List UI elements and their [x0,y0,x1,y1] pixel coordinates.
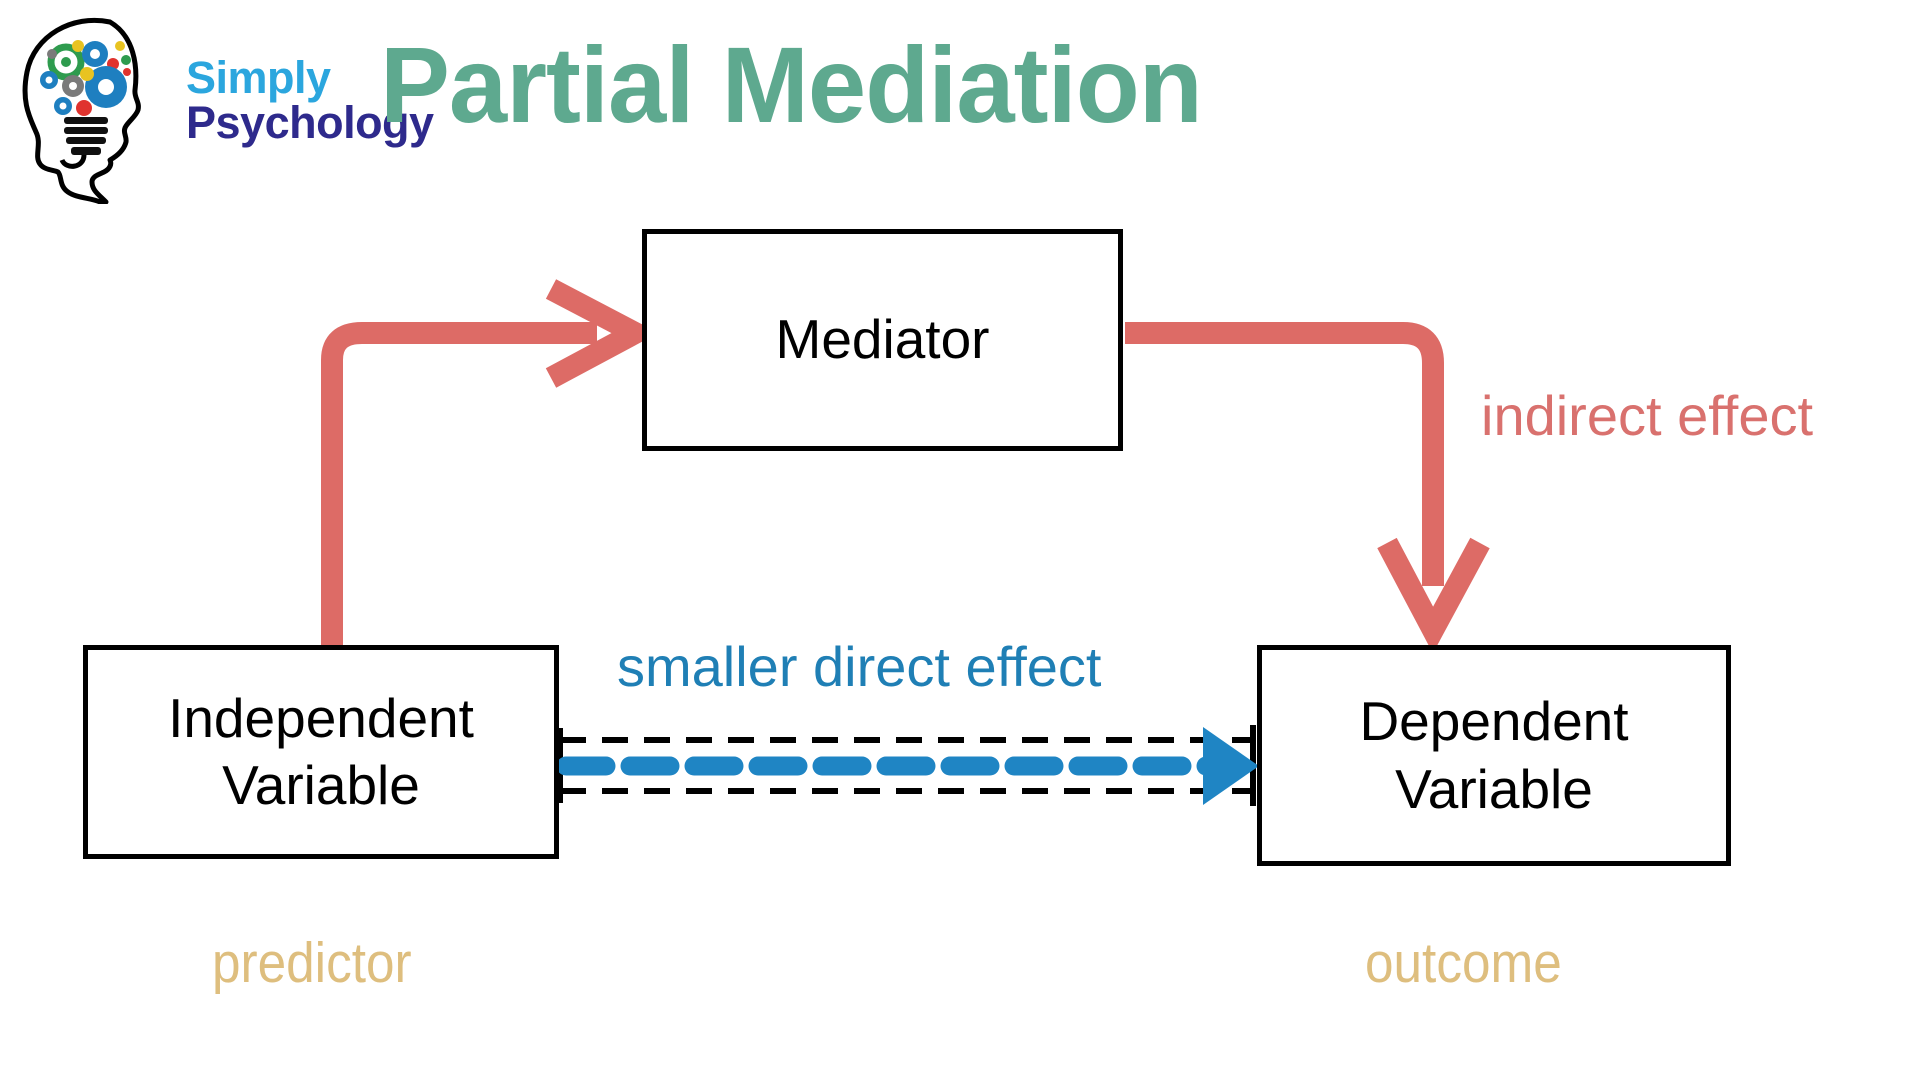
arrow-mediator-to-dv [1125,322,1490,654]
node-box-independent-variable[interactable]: Independent Variable [83,645,559,859]
node-label-independent-line2: Variable [222,754,420,816]
label-outcome: outcome [1365,931,1562,995]
logo-text-simply: Simply [186,52,331,103]
node-label-mediator: Mediator [775,308,990,371]
node-label-independent-line1: Independent [168,686,474,749]
logo-wordmark: Simply Psychology [186,52,436,149]
page-title: Partial Mediation [380,24,1203,145]
arrow-direct-effect-blue [556,727,1259,805]
node-label-dependent-line2: Variable [1395,757,1593,820]
node-label-dependent-line1: Dependent [1359,690,1629,753]
label-indirect-effect: indirect effect [1481,384,1814,447]
logo-text-psychology: Psychology [186,97,434,149]
label-smaller-direct-effect: smaller direct effect [617,635,1102,698]
label-predictor: predictor [212,931,412,995]
arrow-iv-to-mediator [321,279,659,650]
simply-psychology-logo: Simply Psychology [14,14,434,204]
node-box-mediator[interactable]: Mediator [642,229,1123,451]
node-box-dependent-variable[interactable]: Dependent Variable [1257,645,1731,866]
head-profile-with-gears-lightbulb-icon [22,18,141,204]
